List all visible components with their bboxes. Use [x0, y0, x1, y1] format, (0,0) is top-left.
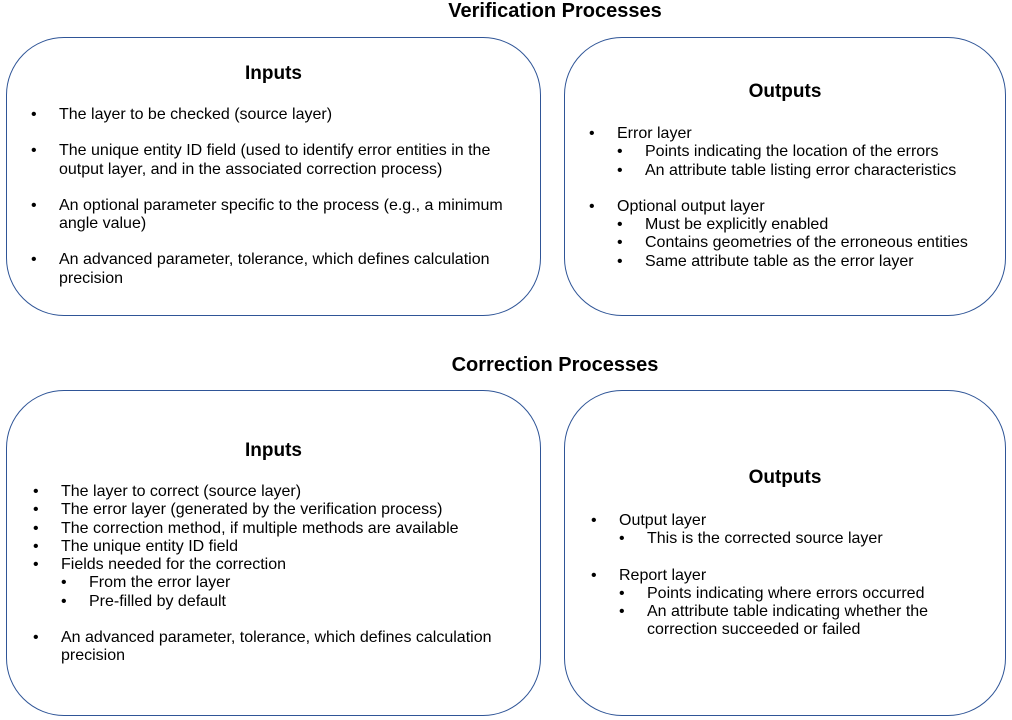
list-item: Contains geometries of the erroneous ent… — [617, 234, 1001, 253]
list-item: Report layer Points indicating where err… — [591, 567, 991, 640]
optional-output-layer-label: Optional output layer — [617, 197, 765, 215]
correction-outputs-title: Outputs — [748, 467, 822, 488]
list-item: An advanced parameter, tolerance, which … — [33, 629, 528, 666]
list-item: An attribute table listing error charact… — [617, 162, 1001, 181]
list-item: Pre-filled by default — [61, 593, 528, 612]
correction-outputs-box: Outputs Output layer This is the correct… — [564, 390, 1006, 716]
verification-outputs-title: Outputs — [748, 81, 822, 102]
list-item: The error layer (generated by the verifi… — [33, 501, 528, 520]
output-layer-sublist: This is the corrected source layer — [619, 530, 991, 549]
error-layer-label: Error layer — [617, 125, 692, 142]
correction-title: Correction Processes — [451, 354, 659, 376]
output-layer-label: Output layer — [619, 512, 707, 529]
list-item: Points indicating where errors occurred — [619, 585, 991, 604]
list-item: The unique entity ID field — [33, 538, 528, 557]
list-item: The unique entity ID field (used to iden… — [31, 142, 521, 179]
list-item: An advanced parameter, tolerance, which … — [31, 251, 521, 288]
fields-needed-label: Fields needed for the correction — [61, 556, 287, 574]
list-item: An attribute table indicating whether th… — [619, 603, 991, 640]
verification-inputs-list: The layer to be checked (source layer) T… — [31, 106, 521, 288]
correction-outputs-list: Output layer This is the corrected sourc… — [591, 512, 991, 640]
verification-outputs-list: Error layer Points indicating the locati… — [589, 125, 1001, 271]
list-item: Fields needed for the correction From th… — [33, 556, 528, 611]
list-item: The layer to be checked (source layer) — [31, 106, 521, 125]
list-item: An optional parameter specific to the pr… — [31, 197, 521, 234]
correction-inputs-list: The layer to correct (source layer) The … — [33, 483, 528, 666]
verification-inputs-title: Inputs — [245, 63, 302, 84]
error-layer-sublist: Points indicating the location of the er… — [617, 143, 1001, 180]
verification-inputs-box: Inputs The layer to be checked (source l… — [6, 37, 541, 316]
list-item: This is the corrected source layer — [619, 530, 991, 549]
list-item: Same attribute table as the error layer — [617, 253, 1001, 272]
correction-inputs-box: Inputs The layer to correct (source laye… — [6, 390, 541, 716]
list-item: The correction method, if multiple metho… — [33, 520, 528, 539]
list-item: Points indicating the location of the er… — [617, 143, 1001, 162]
correction-inputs-title: Inputs — [245, 440, 302, 461]
list-item: Error layer Points indicating the locati… — [589, 125, 1001, 180]
fields-needed-sublist: From the error layer Pre-filled by defau… — [61, 574, 528, 611]
optional-output-sublist: Must be explicitly enabled Contains geom… — [617, 216, 1001, 271]
report-layer-label: Report layer — [619, 566, 707, 584]
list-item: Must be explicitly enabled — [617, 216, 1001, 235]
list-item: From the error layer — [61, 574, 528, 593]
list-item: Output layer This is the corrected sourc… — [591, 512, 991, 549]
verification-title: Verification Processes — [448, 0, 662, 22]
list-item: The layer to correct (source layer) — [33, 483, 528, 502]
list-item: Optional output layer Must be explicitly… — [589, 198, 1001, 271]
report-layer-sublist: Points indicating where errors occurred … — [619, 585, 991, 640]
verification-outputs-box: Outputs Error layer Points indicating th… — [564, 37, 1006, 316]
